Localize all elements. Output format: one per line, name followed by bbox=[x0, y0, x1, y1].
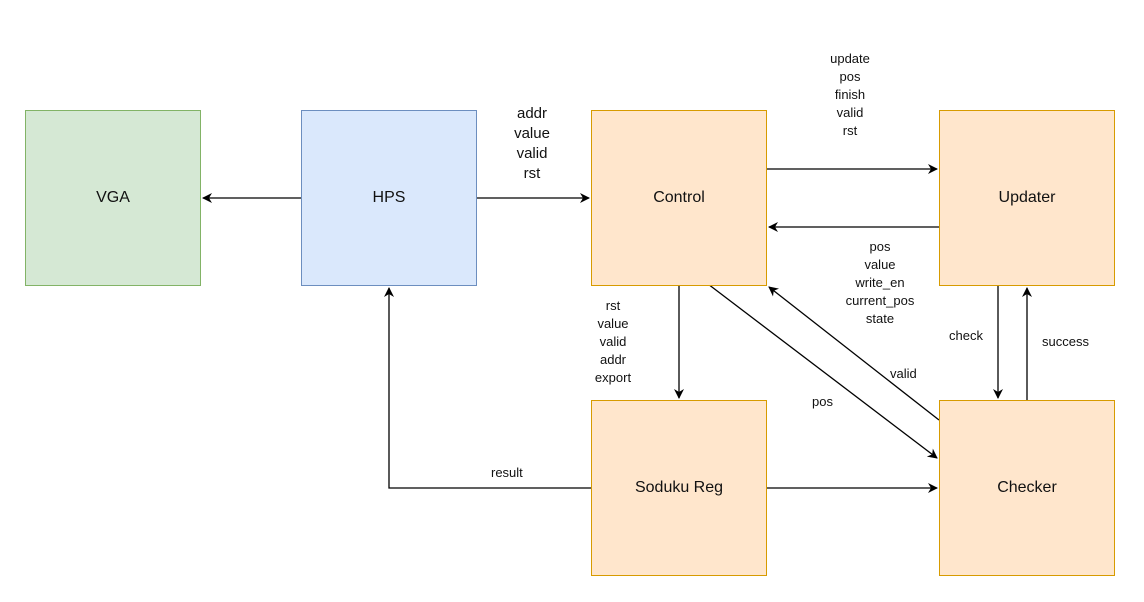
signal-label: valid bbox=[599, 334, 627, 349]
control-to-updater-signals: update pos finish valid rst bbox=[805, 50, 895, 140]
vga-block: VGA bbox=[25, 110, 201, 286]
hps-to-control-signals: addr value valid rst bbox=[500, 104, 564, 184]
signal-label: addr bbox=[599, 352, 627, 367]
signal-label: finish bbox=[834, 87, 866, 102]
control-label: Control bbox=[653, 189, 705, 206]
signal-label: valid bbox=[836, 105, 864, 120]
signal-label: update bbox=[830, 51, 870, 66]
signal-label: current_pos bbox=[845, 293, 915, 308]
soduku-reg-block: Soduku Reg bbox=[591, 400, 767, 576]
signal-label: pos bbox=[839, 69, 861, 84]
updater-block: Updater bbox=[939, 110, 1115, 286]
edge-checker-to-control bbox=[768, 286, 940, 421]
signal-label: write_en bbox=[855, 275, 905, 290]
signal-label: export bbox=[594, 370, 632, 385]
signal-label: value bbox=[864, 257, 896, 272]
signal-label: rst bbox=[842, 123, 858, 138]
hps-label: HPS bbox=[372, 189, 406, 206]
pos-signal-label: pos bbox=[812, 394, 833, 409]
edge-control-to-checker bbox=[707, 283, 938, 459]
signal-label: valid bbox=[516, 145, 548, 162]
signal-label: value bbox=[514, 125, 550, 142]
checker-block: Checker bbox=[939, 400, 1115, 576]
edge-soduku-reg-to-hps bbox=[384, 287, 591, 489]
control-to-soduku-reg-signals: rst value valid addr export bbox=[578, 297, 648, 387]
check-signal-label: check bbox=[949, 328, 983, 343]
checker-label: Checker bbox=[997, 479, 1057, 496]
signal-label: value bbox=[597, 316, 629, 331]
updater-label: Updater bbox=[998, 189, 1056, 206]
vga-label: VGA bbox=[96, 189, 130, 206]
valid-signal-label: valid bbox=[890, 366, 917, 381]
signal-label: rst bbox=[605, 298, 621, 313]
hps-block: HPS bbox=[301, 110, 477, 286]
result-signal-label: result bbox=[491, 465, 523, 480]
signal-label: addr bbox=[516, 105, 548, 122]
signal-label: pos bbox=[869, 239, 891, 254]
signal-label: rst bbox=[523, 165, 541, 182]
signal-label: state bbox=[865, 311, 895, 326]
soduku-reg-label: Soduku Reg bbox=[634, 479, 724, 496]
success-signal-label: success bbox=[1042, 334, 1089, 349]
updater-to-control-signals: pos value write_en current_pos state bbox=[825, 238, 935, 328]
control-block: Control bbox=[591, 110, 767, 286]
